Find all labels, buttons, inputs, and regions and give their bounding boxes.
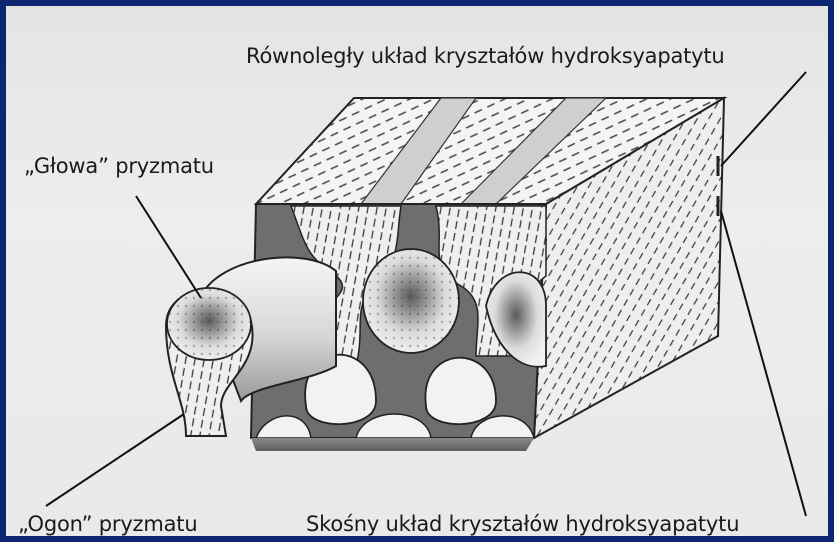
enamel-prism-diagram [6,6,828,536]
block-base-shadow [251,438,534,451]
label-prism-tail: „Ogon” pryzmatu [18,512,197,536]
tail-leader-line [46,414,184,506]
parallel-leader-line [721,72,806,166]
oblique-leader-line [721,211,806,516]
head-leader-line [136,196,201,298]
label-parallel-crystals: Równoległy układ kryształów hydroksyapat… [246,44,725,68]
label-prism-head: „Głowa” pryzmatu [24,154,214,178]
label-oblique-crystals: Skośny układ kryształów hydroksyapatytu [306,512,739,536]
